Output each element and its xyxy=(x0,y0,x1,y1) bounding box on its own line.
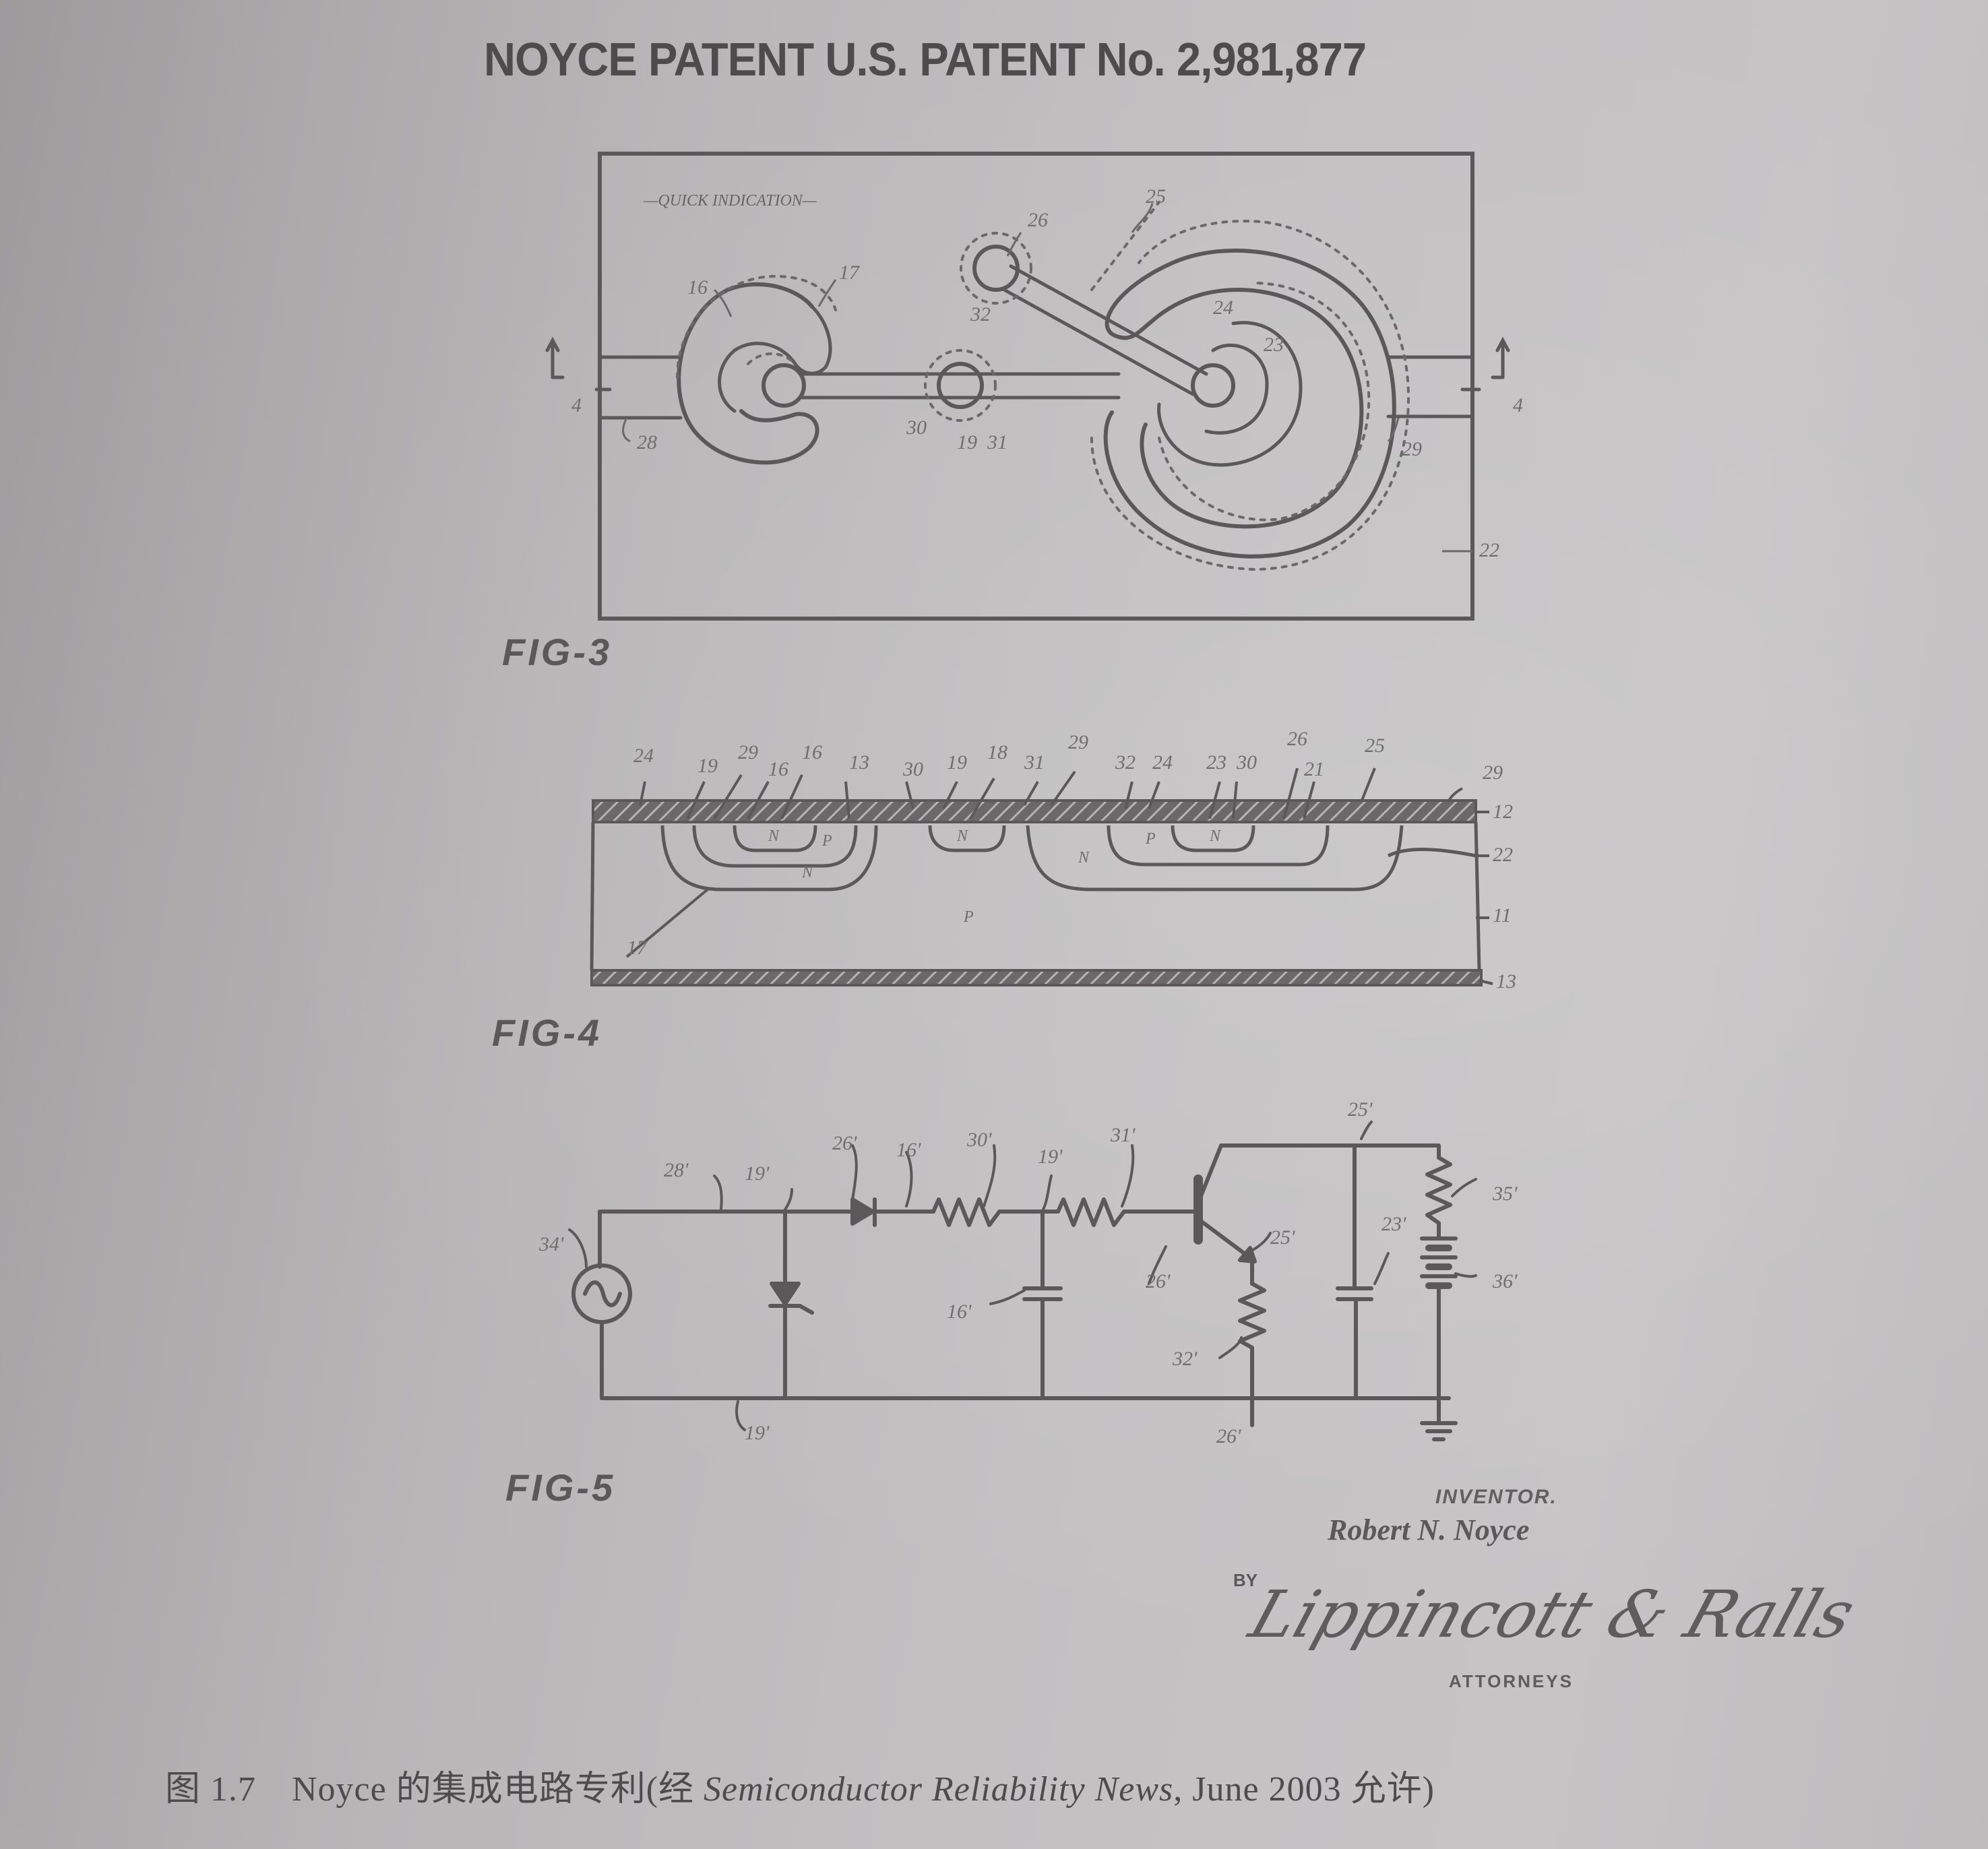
fig4-label: FIG-4 xyxy=(492,1011,602,1054)
fig5-ref-25b: 25' xyxy=(1270,1226,1295,1249)
fig5-ref-19c: 19' xyxy=(745,1422,770,1444)
fig4-ref-13: 13 xyxy=(1496,970,1516,993)
fig3-layout-drawing xyxy=(545,152,1510,621)
fig4-ref: 24 xyxy=(633,745,654,767)
fig4-ref: 19 xyxy=(697,755,718,777)
fig4-region-p: P xyxy=(1146,830,1156,848)
by-label: BY xyxy=(1233,1570,1258,1590)
fig4-ref: 18 xyxy=(987,741,1007,763)
fig4-region-p: P xyxy=(964,908,974,926)
fig3-ref-22: 22 xyxy=(1479,539,1499,561)
fig5-ref-19b: 19' xyxy=(1038,1146,1063,1168)
fig4-region-n: N xyxy=(802,864,813,881)
fig4-region-n: N xyxy=(1078,849,1090,867)
fig4-ref-11: 11 xyxy=(1493,904,1512,927)
inventor-label: INVENTOR. xyxy=(1435,1486,1557,1508)
fig3-ref-19: 19 xyxy=(957,431,977,453)
caption-source: Semiconductor Reliability News xyxy=(704,1770,1174,1809)
fig5-ref-16b: 16' xyxy=(947,1300,972,1323)
fig4-ref-22: 22 xyxy=(1493,844,1513,866)
fig4-ref: 13 xyxy=(849,751,869,774)
fig5-circuit-schematic xyxy=(568,1121,1477,1441)
fig5-ref-31: 31' xyxy=(1111,1124,1136,1146)
inventor-signature-block: INVENTOR. Robert N. Noyce BY Lippincott … xyxy=(1233,1476,1864,1698)
fig4-ref-12: 12 xyxy=(1493,801,1513,823)
fig3-ref-30: 30 xyxy=(906,416,927,439)
fig5-ref-36: 36' xyxy=(1493,1270,1518,1292)
fig3-ref-4-left: 4 xyxy=(571,394,582,416)
attorney-signature: Lippincott & Ralls xyxy=(1241,1577,1864,1652)
fig4-ref: 29 xyxy=(1068,731,1088,753)
fig4-ref: 30 xyxy=(903,758,923,780)
fig4-region-n: N xyxy=(768,827,780,845)
fig4-ref: 25 xyxy=(1365,734,1385,757)
fig4-region-n: N xyxy=(957,827,968,845)
fig3-ref-32: 32 xyxy=(970,303,991,325)
figure-caption: 图 1.7 Noyce 的集成电路专利(经 Semiconductor Reli… xyxy=(165,1760,1435,1811)
caption-suffix: , June 2003 允许) xyxy=(1173,1770,1435,1809)
fig5-ref-28: 28' xyxy=(664,1159,689,1181)
fig4-ref: 24 xyxy=(1152,751,1173,774)
fig4-cross-section-drawing xyxy=(590,767,1493,986)
fig4-ref: 31 xyxy=(1024,751,1045,774)
fig4-region-n: N xyxy=(1210,827,1221,845)
fig4-ref: 16 xyxy=(802,741,822,763)
fig3-ref-16: 16 xyxy=(687,276,708,299)
page-title: NOYCE PATENT U.S. PATENT No. 2,981,877 xyxy=(484,33,1367,86)
fig4-ref-17: 17 xyxy=(627,937,647,959)
fig5-label: FIG-5 xyxy=(505,1466,616,1509)
fig4-ref: 23 xyxy=(1206,751,1226,774)
fig4-ref: 32 xyxy=(1115,751,1136,774)
fig4-ref: 21 xyxy=(1304,758,1324,780)
fig4-ref-29: 29 xyxy=(1483,761,1503,784)
fig3-ref-4-right: 4 xyxy=(1513,394,1523,416)
attorneys-label: ATTORNEYS xyxy=(1449,1671,1574,1691)
fig4-ref: 16 xyxy=(768,758,788,780)
fig3-ref-31: 31 xyxy=(987,431,1007,453)
fig3-ref-26: 26 xyxy=(1028,209,1048,231)
fig5-ref-16: 16' xyxy=(896,1139,921,1161)
fig4-ref: 19 xyxy=(947,751,967,774)
fig5-ref-35: 35' xyxy=(1493,1183,1518,1205)
fig4-ref: 26 xyxy=(1287,728,1307,750)
fig3-ref-25: 25 xyxy=(1146,185,1166,208)
fig3-ref-29: 29 xyxy=(1402,438,1422,460)
fig3-ref-24: 24 xyxy=(1213,296,1233,319)
fig4-region-p: P xyxy=(822,832,832,850)
fig3-quick-indication-note: —QUICK INDICATION— xyxy=(644,192,817,210)
fig5-ref-23: 23' xyxy=(1381,1213,1406,1235)
fig5-ref-32: 32' xyxy=(1173,1348,1198,1370)
fig4-ref: 29 xyxy=(738,741,758,763)
fig3-label: FIG-3 xyxy=(502,631,613,673)
fig5-ref-26: 26' xyxy=(832,1132,857,1154)
fig5-ref-25: 25' xyxy=(1348,1098,1373,1121)
fig5-ref-26b: 26' xyxy=(1146,1270,1171,1292)
fig4-ref: 30 xyxy=(1237,751,1257,774)
fig3-ref-28: 28 xyxy=(637,431,657,453)
fig3-ref-17: 17 xyxy=(839,261,859,284)
caption-prefix: 图 1.7 Noyce 的集成电路专利(经 xyxy=(165,1770,704,1809)
fig3-ref-23: 23 xyxy=(1264,334,1284,356)
fig5-ref-34: 34' xyxy=(539,1233,564,1255)
fig5-ref-26c: 26' xyxy=(1216,1425,1241,1447)
fig5-ref-19: 19' xyxy=(745,1162,770,1185)
inventor-name: Robert N. Noyce xyxy=(1328,1513,1530,1546)
fig5-ref-30: 30' xyxy=(967,1129,992,1151)
